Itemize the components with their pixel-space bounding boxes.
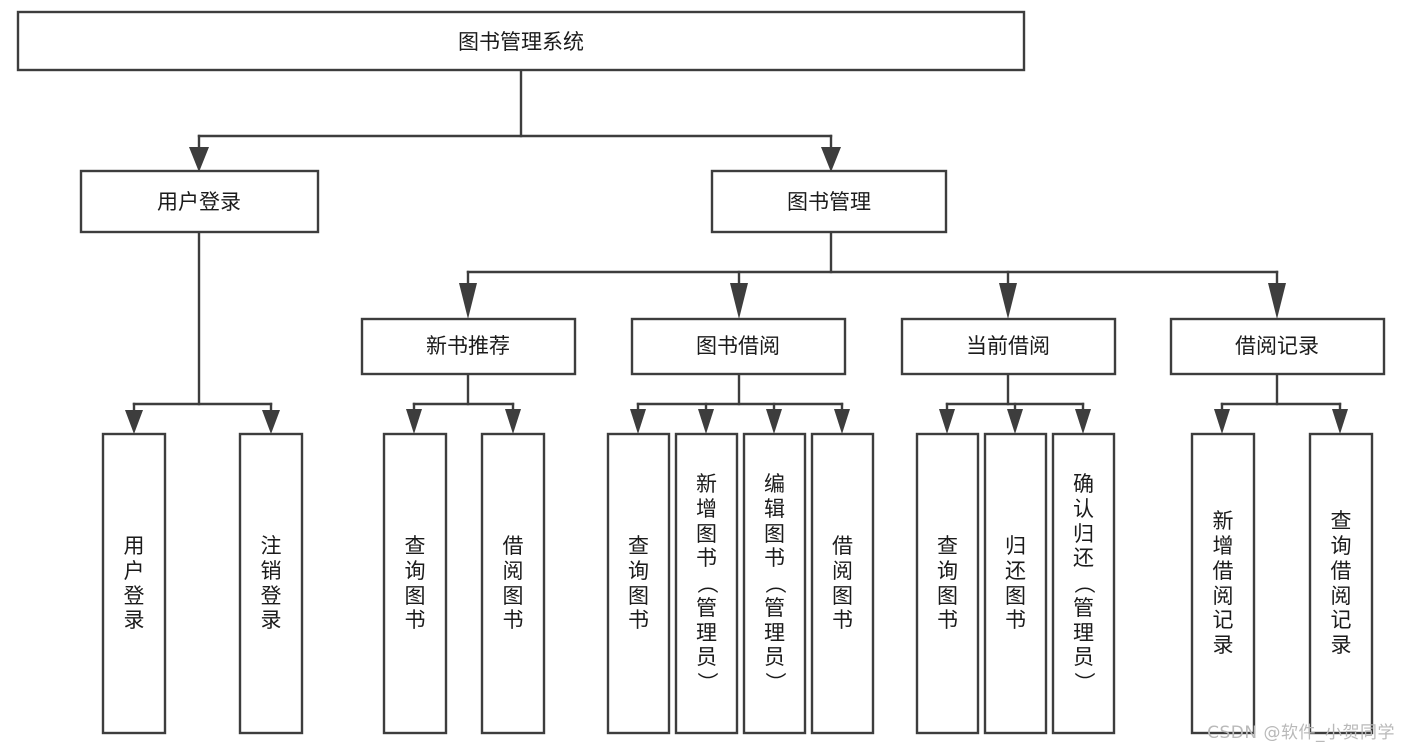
- node-current-borrow[interactable]: 当前借阅: [900, 317, 1117, 376]
- arrow-head-icon: [698, 409, 714, 434]
- leaf-box-borrow-edit-book[interactable]: [742, 432, 807, 735]
- leaf-box-user-login-query[interactable]: [101, 432, 167, 735]
- connector-book-manage-to-level3: [459, 230, 1286, 319]
- node-box[interactable]: [710, 169, 948, 234]
- leaf-box-user-logout[interactable]: [238, 432, 304, 735]
- connector-user-login-to-leaves: [125, 230, 280, 434]
- connector-borrow-record-to-leaves: [1214, 371, 1348, 434]
- node-box[interactable]: [900, 317, 1117, 376]
- leaf-box-current-return-book[interactable]: [983, 432, 1048, 735]
- arrow-head-icon: [459, 283, 477, 319]
- connector-current-borrow-to-leaves: [939, 371, 1091, 434]
- leaf-box-current-confirm-return[interactable]: [1051, 432, 1116, 735]
- node-box[interactable]: [16, 10, 1026, 72]
- node-new-book-recommend[interactable]: 新书推荐: [360, 317, 577, 376]
- node-label: 用户登录: [157, 190, 241, 214]
- node-box[interactable]: [1169, 317, 1386, 376]
- arrow-head-icon: [1268, 283, 1286, 319]
- node-label: 借阅记录: [1235, 334, 1319, 358]
- arrow-head-icon: [505, 409, 521, 434]
- leaf-box-rec-query-book[interactable]: [382, 432, 448, 735]
- leaf-box-borrow-query-book[interactable]: [606, 432, 671, 735]
- node-label: 图书借阅: [696, 334, 780, 358]
- arrow-head-icon: [125, 410, 143, 434]
- node-label: 新书推荐: [426, 334, 510, 358]
- arrow-head-icon: [1332, 409, 1348, 434]
- leaf-box-record-query[interactable]: [1308, 432, 1374, 735]
- node-label: 当前借阅: [966, 334, 1050, 358]
- node-box[interactable]: [360, 317, 577, 376]
- node-root-title[interactable]: 图书管理系统: [16, 10, 1026, 72]
- leaf-box-borrow-borrow-book[interactable]: [810, 432, 875, 735]
- connector-book-borrow-to-leaves: [630, 371, 850, 434]
- node-book-manage[interactable]: 图书管理: [710, 169, 948, 234]
- watermark: CSDN @软件_小贺同学: [1207, 723, 1395, 743]
- arrow-head-icon: [766, 409, 782, 434]
- connector-new-book-to-leaves: [406, 371, 521, 434]
- arrow-head-icon: [189, 147, 209, 172]
- arrow-head-icon: [821, 147, 841, 172]
- arrow-head-icon: [834, 409, 850, 434]
- arrow-head-icon: [262, 410, 280, 434]
- arrow-head-icon: [406, 409, 422, 434]
- connector-root-to-level2: [189, 68, 841, 172]
- arrow-head-icon: [1214, 409, 1230, 434]
- leaf-box-record-add[interactable]: [1190, 432, 1256, 735]
- leaf-box-borrow-add-book[interactable]: [674, 432, 739, 735]
- node-label: 图书管理系统: [458, 30, 584, 54]
- node-label: 图书管理: [787, 190, 871, 214]
- arrow-head-icon: [1075, 409, 1091, 434]
- arrow-head-icon: [1007, 409, 1023, 434]
- node-user-login[interactable]: 用户登录: [79, 169, 320, 234]
- arrow-head-icon: [939, 409, 955, 434]
- node-box[interactable]: [79, 169, 320, 234]
- leaf-box-current-query-book[interactable]: [915, 432, 980, 735]
- node-borrow-record[interactable]: 借阅记录: [1169, 317, 1386, 376]
- arrow-head-icon: [630, 409, 646, 434]
- arrow-head-icon: [730, 283, 748, 319]
- node-box[interactable]: [630, 317, 847, 376]
- arrow-head-icon: [999, 283, 1017, 319]
- node-book-borrow[interactable]: 图书借阅: [630, 317, 847, 376]
- leaf-box-rec-borrow-book[interactable]: [480, 432, 546, 735]
